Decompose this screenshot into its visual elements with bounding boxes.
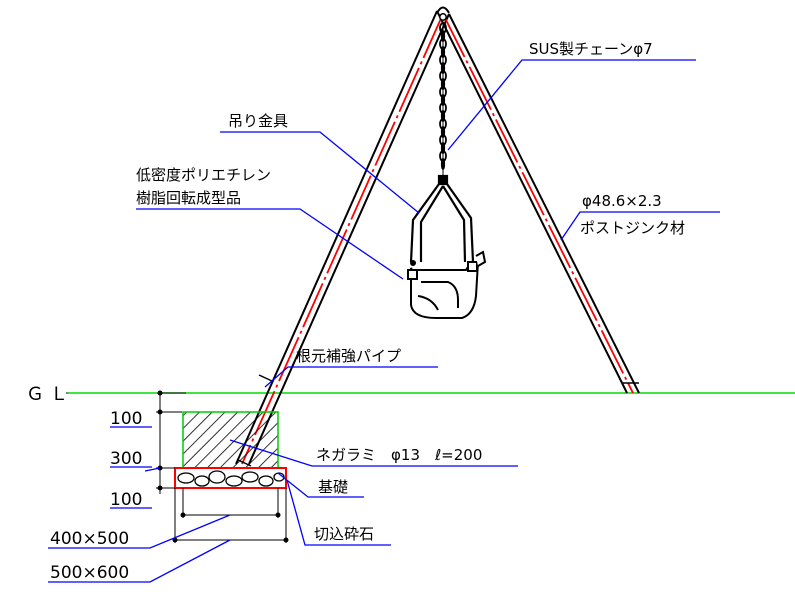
depth-middle-label: 300: [110, 449, 142, 469]
hanger-fitting: [409, 174, 475, 263]
chain-link: [440, 62, 446, 74]
chain-link: [439, 118, 447, 130]
seat-material-label-2: 樹脂回転成型品: [136, 189, 241, 207]
pipe-spec-label: φ48.6×2.3: [582, 192, 662, 210]
leader-lines: [48, 59, 720, 583]
chain-link: [439, 150, 447, 162]
width-dimension-lines: [172, 488, 289, 543]
chain-link: [440, 78, 446, 90]
seat-material-label-1: 低密度ポリエチレン: [136, 166, 271, 184]
chain-link: [440, 30, 446, 42]
chain-link: [440, 46, 446, 58]
dimension-underlines: [110, 426, 152, 509]
chain-link: [439, 70, 447, 82]
foundation-label: 基礎: [318, 478, 348, 496]
base-reinforcement-label: 根元補強パイプ: [296, 347, 401, 365]
depth-bottom-label: 100: [110, 490, 142, 510]
chain-link: [439, 22, 447, 34]
frame-apex: [436, 6, 450, 14]
swing-seat: [407, 250, 487, 319]
ground-level-label: ＧＬ: [26, 384, 74, 405]
chain: [439, 22, 447, 176]
chain-link: [439, 86, 447, 98]
seat-pivot-left: [410, 260, 416, 266]
chain-link: [440, 110, 446, 122]
chain-link: [439, 54, 447, 66]
gravel-label: 切込砕石: [314, 525, 374, 543]
chain-label: SUS製チェーンφ7: [529, 40, 653, 58]
foundation-size-label: 400×500: [50, 529, 129, 549]
chain-link: [439, 38, 447, 50]
chain-link: [440, 94, 446, 106]
gravel-layer: [174, 467, 287, 489]
gravel-size-label: 500×600: [50, 563, 129, 583]
depth-dimension-lines: [156, 390, 186, 494]
chain-link: [439, 102, 447, 114]
hanger-label: 吊り金具: [228, 112, 288, 130]
left-frame-pipe: [235, 10, 450, 465]
chain-link: [440, 142, 446, 154]
apex-pivot: [439, 13, 447, 21]
chain-link: [440, 126, 446, 138]
pipe-material-label: ポストジンク材: [580, 219, 685, 237]
chain-link: [439, 134, 447, 146]
chain-link: [440, 158, 446, 170]
anchor-label: ネガラミ φ13 ℓ=200: [316, 446, 482, 464]
depth-top-label: 100: [110, 409, 142, 429]
right-frame-pipe: [436, 10, 640, 394]
